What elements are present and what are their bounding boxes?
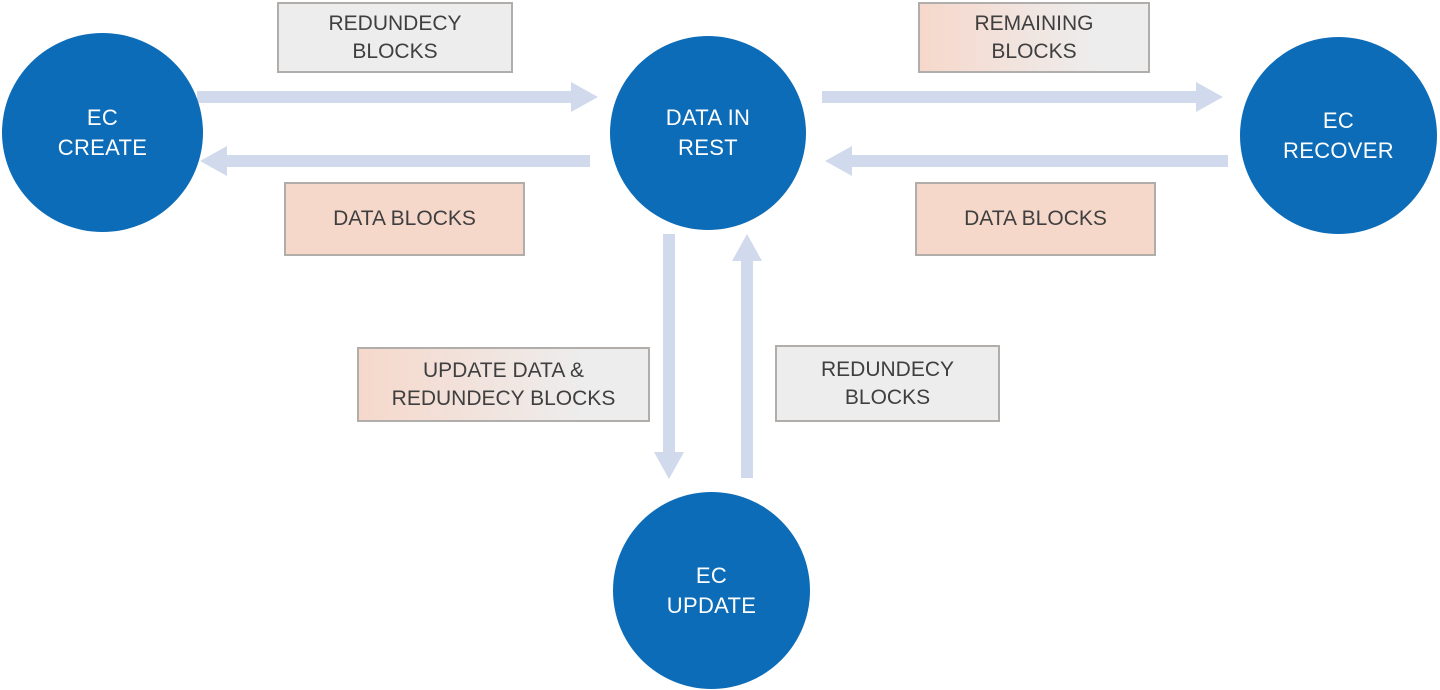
edge-label-line: BLOCKS <box>991 39 1077 63</box>
arrow-head-up-icon <box>732 234 762 261</box>
arrow-head-right-icon <box>1196 82 1223 112</box>
edge-label-line: DATA BLOCKS <box>964 207 1107 230</box>
node-label: DATA IN REST <box>666 103 750 163</box>
node-data-in-rest: DATA IN REST <box>610 36 806 230</box>
arrow-shaft <box>227 155 590 167</box>
arrow-shaft <box>741 261 753 478</box>
arrow-head-right-icon <box>571 82 598 112</box>
node-label-line: RECOVER <box>1283 137 1394 163</box>
node-label-line: UPDATE <box>666 592 757 618</box>
edge-label-line: REDUNDECY BLOCKS <box>391 386 616 410</box>
node-label-line: EC <box>86 104 119 130</box>
arrow-head-left-icon <box>200 146 227 176</box>
edge-label-line: REDUNDECY <box>328 11 462 35</box>
edge-label-line: DATA BLOCKS <box>333 207 476 230</box>
edge-label-line: UPDATE DATA & <box>422 358 585 382</box>
node-label: EC CREATE <box>58 103 147 163</box>
edge-label-redundecy-blocks-top: REDUNDECY BLOCKS <box>277 2 513 73</box>
edge-label-data-blocks-left: DATA BLOCKS <box>284 182 525 256</box>
edge-label-remaining-blocks: REMAINING BLOCKS <box>918 2 1150 73</box>
arrow-shaft <box>852 155 1228 167</box>
edge-label-update-data-redundecy: UPDATE DATA & REDUNDECY BLOCKS <box>357 347 650 422</box>
node-label: EC RECOVER <box>1283 106 1394 166</box>
arrow-shaft <box>663 234 675 452</box>
node-label-line: DATA IN <box>665 105 751 130</box>
node-label-line: CREATE <box>57 134 148 160</box>
edge-label-line: REMAINING <box>974 11 1094 35</box>
edge-label-line: REDUNDECY <box>820 357 954 381</box>
node-label-line: EC <box>1322 107 1355 133</box>
arrow-shaft <box>822 91 1196 103</box>
arrow-head-left-icon <box>825 146 852 176</box>
edge-label-line: BLOCKS <box>844 385 931 409</box>
node-label-line: REST <box>678 135 738 160</box>
node-label-line: EC <box>695 562 728 588</box>
node-label: EC UPDATE <box>667 561 756 621</box>
node-ec-create: EC CREATE <box>2 33 203 232</box>
edge-label-line: BLOCKS <box>352 39 438 63</box>
edge-label-data-blocks-right: DATA BLOCKS <box>915 182 1156 256</box>
node-ec-recover: EC RECOVER <box>1240 37 1437 234</box>
edge-label-redundecy-blocks-bottom: REDUNDECY BLOCKS <box>775 345 1000 422</box>
arrow-shaft <box>197 91 571 103</box>
arrow-head-down-icon <box>654 452 684 479</box>
node-ec-update: EC UPDATE <box>613 492 810 689</box>
